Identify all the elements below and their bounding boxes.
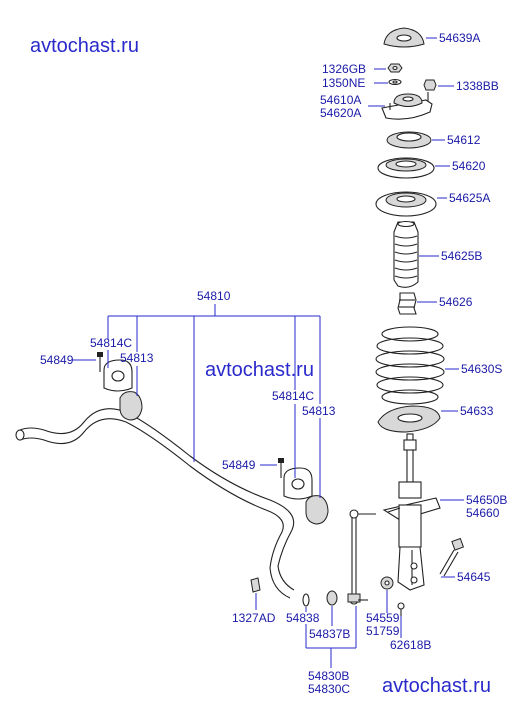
label-54814C-right: 54814C bbox=[272, 389, 314, 403]
label-1327AD: 1327AD bbox=[232, 611, 276, 625]
label-54814C-left: 54814C bbox=[90, 336, 132, 350]
callout-54830-bracket bbox=[305, 606, 357, 668]
label-1326GB: 1326GB bbox=[322, 62, 366, 76]
watermark-center: avtochast.ru bbox=[205, 359, 314, 381]
label-54625A: 54625A bbox=[449, 191, 490, 205]
label-54620A: 54620A bbox=[320, 106, 361, 120]
part-1350NE-washer bbox=[388, 78, 402, 86]
part-left-bolt-54849 bbox=[97, 352, 103, 372]
part-54625A-insulator bbox=[375, 191, 437, 217]
label-54660: 54660 bbox=[466, 506, 500, 520]
label-51759: 51759 bbox=[366, 624, 400, 638]
label-54830C: 54830C bbox=[308, 682, 350, 696]
part-54612-bearing bbox=[386, 131, 432, 149]
part-54639A-cap bbox=[383, 27, 425, 48]
part-54626-bump-stop bbox=[397, 292, 417, 315]
part-right-bolt-54849 bbox=[278, 458, 284, 478]
label-54838: 54838 bbox=[286, 611, 320, 625]
label-54837B: 54837B bbox=[309, 627, 350, 641]
label-54625B: 54625B bbox=[441, 249, 482, 263]
part-54620-spring-seat bbox=[377, 157, 435, 179]
callout-54810-tree bbox=[107, 304, 321, 498]
part-54633-spring-pad bbox=[377, 405, 441, 433]
watermark-bottom-right: avtochast.ru bbox=[382, 675, 491, 697]
part-54645-bolt bbox=[439, 537, 465, 577]
part-54610A-strut-mount bbox=[381, 92, 433, 120]
part-54559-nut bbox=[380, 576, 394, 590]
part-stabilizer-bar bbox=[15, 408, 295, 599]
part-left-bushing-bracket bbox=[103, 359, 143, 421]
part-54830-stabilizer-link bbox=[347, 509, 376, 605]
part-1327AD-nut bbox=[250, 577, 261, 593]
label-54650B: 54650B bbox=[466, 493, 507, 507]
label-54830B: 54830B bbox=[308, 669, 349, 683]
part-54837B-bushing bbox=[326, 590, 338, 606]
part-right-bushing-bracket bbox=[283, 467, 329, 525]
watermark-top-left: avtochast.ru bbox=[30, 35, 139, 57]
part-54630S-coil-spring bbox=[375, 326, 445, 405]
label-54639A: 54639A bbox=[439, 31, 480, 45]
label-54612: 54612 bbox=[447, 133, 481, 147]
label-54849-right: 54849 bbox=[222, 458, 256, 472]
label-54813-left: 54813 bbox=[120, 351, 154, 365]
label-54630S: 54630S bbox=[461, 362, 502, 376]
label-62618B: 62618B bbox=[390, 638, 431, 652]
label-54633: 54633 bbox=[460, 404, 494, 418]
label-54849-left: 54849 bbox=[40, 353, 74, 367]
label-54620: 54620 bbox=[452, 159, 486, 173]
label-54559: 54559 bbox=[366, 611, 400, 625]
label-54645: 54645 bbox=[457, 570, 491, 584]
part-54625B-dust-boot bbox=[393, 220, 419, 288]
part-54838-washer bbox=[302, 593, 310, 607]
label-54810: 54810 bbox=[197, 289, 231, 303]
part-1326GB-nut bbox=[387, 63, 403, 73]
label-1338BB: 1338BB bbox=[456, 79, 499, 93]
part-54650B-shock-absorber bbox=[382, 433, 441, 591]
label-54813-right: 54813 bbox=[302, 404, 336, 418]
part-1338BB-nut bbox=[423, 79, 437, 91]
label-1350NE: 1350NE bbox=[322, 76, 365, 90]
label-54610A: 54610A bbox=[320, 93, 361, 107]
label-54626: 54626 bbox=[439, 295, 473, 309]
part-62618B-cotter bbox=[397, 602, 405, 616]
